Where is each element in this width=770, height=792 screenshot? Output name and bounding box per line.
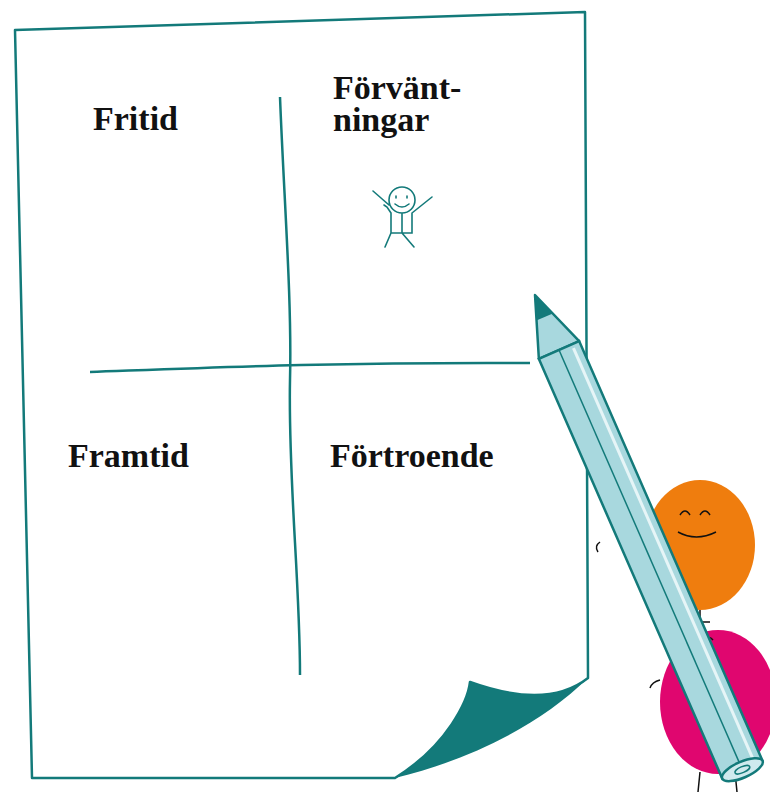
worksheet-paper: Fritid Förvänt- ningarFramtid Förtroende (0, 0, 600, 792)
pencil (515, 286, 766, 786)
quadrant-heading: Framtid (68, 440, 268, 472)
quadrant-heading: Förtroende (330, 440, 570, 472)
pink-blob (650, 630, 770, 792)
quadrant-heading: Fritid (93, 103, 253, 135)
quadrant-heading: Förvänt- ningar (333, 72, 508, 136)
orange-blob (596, 480, 755, 622)
paper-outline (0, 0, 600, 792)
